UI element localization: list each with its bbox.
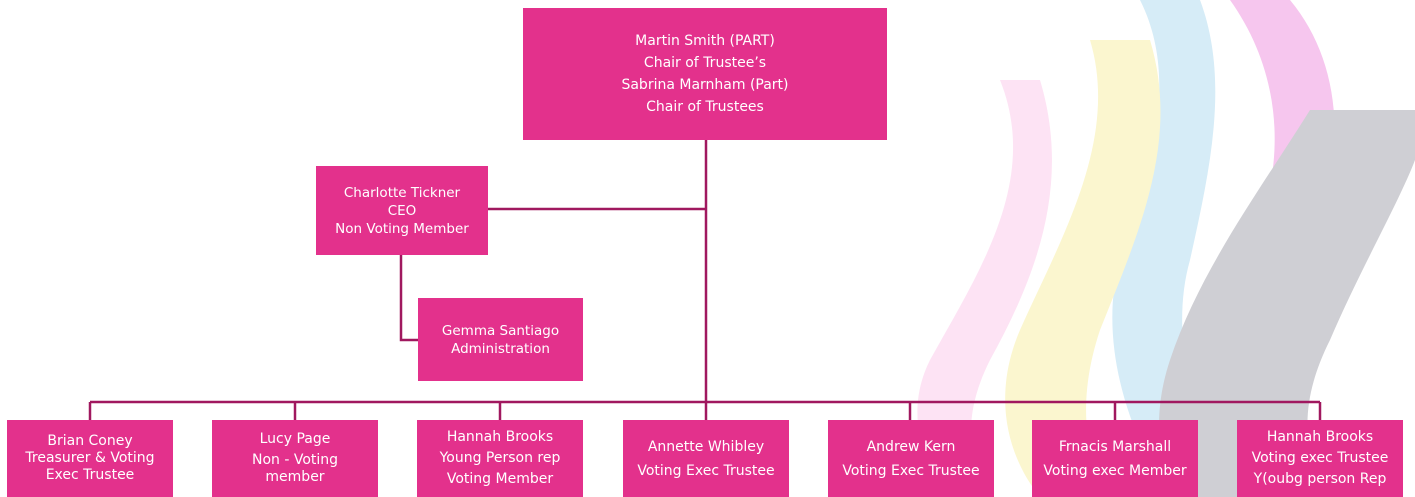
member-4-line-1: Annette Whibley: [647, 438, 765, 455]
ceo-title: CEO: [387, 202, 417, 219]
member-7-line-1: Hannah Brooks: [1266, 429, 1374, 445]
member-6-line-1: Frnacis Marshall: [1058, 438, 1172, 455]
member-7-line-2: Voting exec Trustee: [1251, 450, 1389, 466]
member-3-line-3: Voting Member: [446, 471, 554, 487]
chair-name-1: Martin Smith (PART): [635, 33, 775, 49]
admin-name: Gemma Santiago: [441, 322, 560, 339]
member-2-line-2: Non - Voting: [251, 452, 339, 468]
chair-role-2: Chair of Trustees: [646, 99, 764, 115]
member-node-3: Hannah Brooks Young Person rep Voting Me…: [417, 420, 583, 497]
connector-group: [88, 140, 1322, 420]
member-node-6: Frnacis Marshall Voting exec Member: [1032, 420, 1198, 497]
member-1-line-2: Treasurer & Voting: [25, 450, 155, 466]
ceo-role: Non Voting Member: [335, 220, 469, 237]
connector-ceo-admin: [399, 255, 418, 342]
swoosh-light-blue: [1112, 0, 1230, 497]
member-7-line-3: Y(oubg person Rep: [1253, 471, 1387, 487]
member-5-line-2: Voting Exec Trustee: [842, 462, 980, 479]
member-3-line-2: Young Person rep: [439, 450, 561, 466]
chair-role-1: Chair of Trustee’s: [643, 55, 767, 71]
member-1-line-3: Exec Trustee: [45, 467, 135, 483]
member-1-line-1: Brian Coney: [47, 433, 133, 449]
admin-node: Gemma Santiago Administration: [418, 298, 583, 381]
swoosh-light-pink: [917, 80, 1052, 497]
chair-name-2: Sabrina Marnham (Part): [621, 77, 789, 93]
ceo-node: Charlotte Tickner CEO Non Voting Member: [316, 166, 488, 255]
member-node-5: Andrew Kern Voting Exec Trustee: [828, 420, 994, 497]
member-5-line-1: Andrew Kern: [866, 438, 956, 455]
member-4-line-2: Voting Exec Trustee: [637, 462, 775, 479]
member-2-line-3: member: [265, 469, 325, 485]
member-node-1: Brian Coney Treasurer & Voting Exec Trus…: [7, 420, 173, 497]
member-node-2: Lucy Page Non - Voting member: [212, 420, 378, 497]
admin-role: Administration: [451, 340, 550, 357]
swoosh-pale-yellow: [1005, 40, 1161, 497]
ceo-name: Charlotte Tickner: [343, 184, 461, 201]
swoosh-grey: [1159, 110, 1415, 497]
member-node-4: Annette Whibley Voting Exec Trustee: [623, 420, 789, 497]
member-6-line-2: Voting exec Member: [1043, 462, 1187, 479]
member-2-line-1: Lucy Page: [259, 431, 331, 447]
member-3-line-1: Hannah Brooks: [446, 429, 554, 445]
member-node-7: Hannah Brooks Voting exec Trustee Y(oubg…: [1237, 420, 1403, 497]
chair-node: Martin Smith (PART) Chair of Trustee’s S…: [523, 8, 887, 140]
